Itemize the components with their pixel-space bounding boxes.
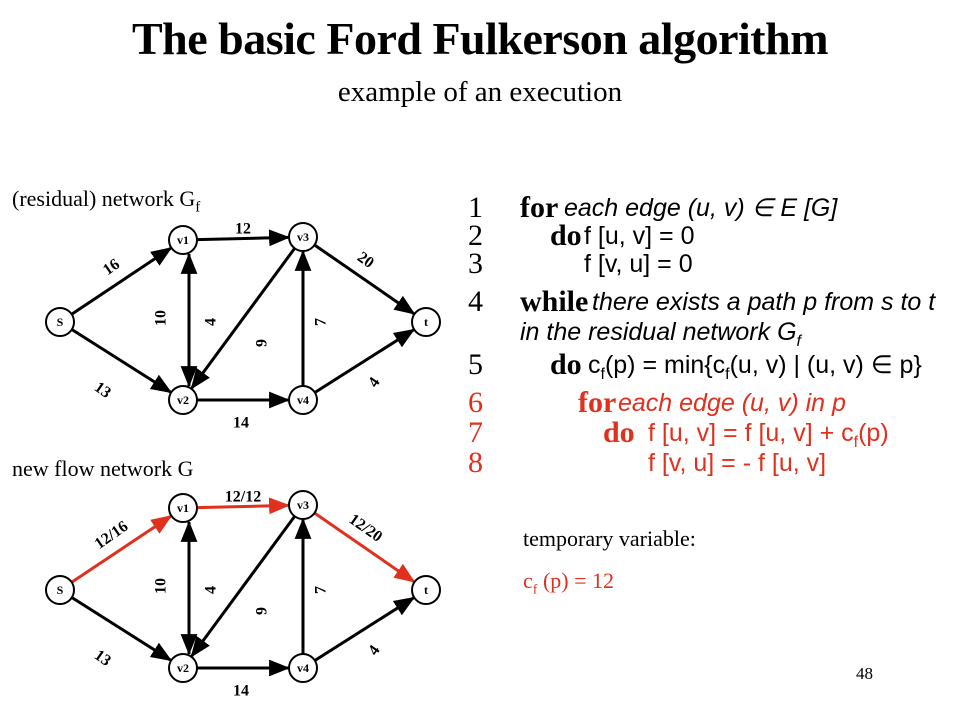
- code-keyword: for: [520, 191, 559, 224]
- residual-edge-label-s-v1: 16: [100, 256, 123, 279]
- residual-network-graph: 16 12 20 10 4 9 7 13 14 4 Sv1 v2 v3 v4 t: [45, 221, 441, 432]
- flow-edge-label-v1-v3: 12/12: [225, 489, 261, 506]
- code-line-number: 3: [468, 247, 483, 280]
- temp-value-c: c: [523, 568, 533, 593]
- flow-edge-label-v4-v3: 7: [313, 586, 330, 594]
- residual-edge-label-v2-v4: 14: [233, 415, 249, 432]
- flow-edge-label-v2-v4: 14: [233, 683, 249, 700]
- residual-node-label-v3: v3: [297, 230, 309, 244]
- flow-node-t: [411, 575, 441, 605]
- residual-edge-label-v4-v3: 7: [313, 318, 330, 326]
- residual-edge-v3-v2: [190, 247, 296, 390]
- code-keyword: while: [520, 285, 589, 318]
- code-text: in the residual network Gf: [520, 318, 801, 350]
- code-line-number: 1: [468, 191, 483, 224]
- code-text: f [v, u] = 0: [584, 250, 693, 278]
- flow-edge-v1-v3: [196, 497, 291, 515]
- page-number: 48: [856, 664, 873, 683]
- residual-node-v2: [168, 385, 198, 415]
- residual-node-s: [45, 307, 75, 337]
- residual-edge-label-v1-v2: 10: [153, 310, 170, 326]
- flow-edge-v3-t: [313, 511, 416, 583]
- code-text: f [u, v] = f [u, v] + cf(p): [648, 419, 889, 451]
- flow-edge-label-s-v2: 13: [91, 647, 114, 670]
- temp-value-rest: (p) = 12: [537, 568, 614, 593]
- flow-edge-label-v4-t: 4: [365, 642, 384, 658]
- temporary-variable-label: temporary variable:: [523, 526, 696, 551]
- code-keyword: for: [578, 386, 617, 419]
- code-line-number: 8: [468, 446, 483, 479]
- residual-edge-label-v3-t: 20: [354, 249, 377, 272]
- residual-node-label-v1: v1: [177, 233, 189, 247]
- flow-node-v1: [168, 493, 198, 523]
- flow-network-caption: new flow network G: [12, 456, 194, 481]
- code-line-number: 4: [468, 285, 483, 318]
- flow-node-v3: [288, 490, 318, 520]
- page-title: The basic Ford Fulkerson algorithm: [131, 13, 829, 64]
- residual-edge-label-v4-t: 4: [365, 374, 384, 390]
- code-text: f [u, v] = 0: [584, 222, 695, 250]
- flow-node-label-v4: v4: [297, 661, 309, 675]
- flow-edge-s-v1: [70, 515, 173, 584]
- flow-edge-label-v2-v1: 4: [203, 586, 220, 594]
- residual-node-v1: [168, 225, 198, 255]
- flow-node-label-v3: v3: [297, 498, 309, 512]
- residual-edge-s-v1: [70, 247, 173, 316]
- residual-node-label-v2: v2: [177, 393, 189, 407]
- temp-value-sub: f: [532, 582, 538, 598]
- residual-node-v4: [288, 385, 318, 415]
- code-text: each edge (u, v) in p: [618, 389, 846, 417]
- residual-node-label-s: S: [57, 315, 64, 329]
- code-keyword: do: [603, 416, 635, 449]
- residual-edge-label-v3-v2: 9: [254, 339, 271, 347]
- code-line-number: 7: [468, 416, 483, 449]
- code-text: cf(p) = min{cf(u, v) | (u, v) ∈ p}: [588, 351, 922, 383]
- flow-edge-s-v2: [71, 596, 173, 662]
- flow-node-label-s: S: [57, 583, 64, 597]
- code-keyword: do: [550, 348, 582, 381]
- code-text: f [v, u] = - f [u, v]: [648, 449, 827, 477]
- residual-edge-label-s-v2: 13: [91, 379, 114, 402]
- residual-node-label-t: t: [424, 315, 428, 329]
- residual-node-v3: [288, 222, 318, 252]
- residual-edge-s-v2: [71, 328, 173, 394]
- flow-edge-v3-v2: [190, 515, 296, 658]
- code-text: there exists a path p from s to t: [592, 288, 936, 316]
- code-keyword: do: [550, 219, 582, 252]
- code-line-number: 6: [468, 386, 483, 419]
- flow-edge-label-v1-v2: 10: [153, 578, 170, 594]
- residual-node-label-v4: v4: [297, 393, 309, 407]
- flow-node-label-v1: v1: [177, 501, 189, 515]
- flow-edge-label-v3-t: 12/20: [346, 511, 386, 546]
- flow-node-v4: [288, 653, 318, 683]
- flow-edge-label-v3-v2: 9: [254, 607, 271, 615]
- residual-edge-v4-t: [314, 328, 416, 394]
- residual-edge-v3-t: [313, 243, 416, 315]
- residual-edge-label-v2-v1: 4: [203, 318, 220, 326]
- flow-node-label-t: t: [424, 583, 428, 597]
- code-line-number: 5: [468, 348, 483, 381]
- code-text: each edge (u, v) ∈ E [G]: [564, 194, 838, 222]
- flow-node-s: [45, 575, 75, 605]
- residual-node-t: [411, 307, 441, 337]
- residual-caption-text: (residual) network G: [12, 186, 196, 211]
- flow-node-label-v2: v2: [177, 661, 189, 675]
- residual-edge-label-v1-v3: 12: [235, 221, 251, 238]
- flow-node-v2: [168, 653, 198, 683]
- residual-edge-v1-v3: [196, 229, 291, 247]
- residual-network-caption: (residual) network Gf: [12, 186, 200, 216]
- page-subtitle: example of an execution: [337, 76, 623, 108]
- residual-caption-sub: f: [195, 199, 201, 216]
- temporary-variable-value: cf (p) = 12: [523, 568, 614, 598]
- code-line-number: 2: [468, 219, 483, 252]
- flow-edge-v4-t: [314, 596, 416, 662]
